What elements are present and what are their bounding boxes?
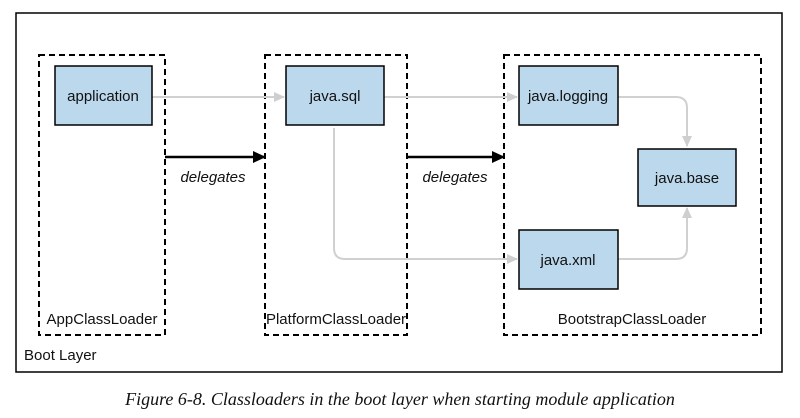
boot-layer-label: Boot Layer <box>24 347 97 364</box>
module-java-base-label: java.base <box>654 170 719 187</box>
arrow-java-logging-to-java-base <box>618 96 692 147</box>
bootstrap-classloader-label: BootstrapClassLoader <box>558 311 706 328</box>
delegates-label-1: delegates <box>180 169 246 186</box>
module-java-xml-label: java.xml <box>539 252 595 269</box>
platform-classloader-box <box>264 54 408 336</box>
platform-classloader-label: PlatformClassLoader <box>266 311 406 328</box>
boot-layer-frame <box>15 12 783 373</box>
module-java-logging-label: java.logging <box>527 88 608 105</box>
arrow-java-sql-to-java-xml <box>333 128 518 264</box>
bootstrap-classloader-box <box>503 54 762 336</box>
module-java-sql: java.sql <box>285 65 385 126</box>
app-classloader-label: AppClassLoader <box>47 311 158 328</box>
app-classloader-box <box>38 54 166 336</box>
delegates-label-2: delegates <box>422 169 488 186</box>
module-application: application <box>54 65 153 126</box>
module-application-label: application <box>67 88 139 105</box>
dependency-arrows <box>152 92 692 264</box>
module-java-logging: java.logging <box>518 65 619 126</box>
arrow-java-xml-to-java-base <box>618 207 692 260</box>
module-java-sql-label: java.sql <box>309 88 361 105</box>
figure-caption: Figure 6-8. Classloaders in the boot lay… <box>124 389 675 409</box>
module-java-base: java.base <box>637 148 737 207</box>
module-java-xml: java.xml <box>518 229 619 290</box>
